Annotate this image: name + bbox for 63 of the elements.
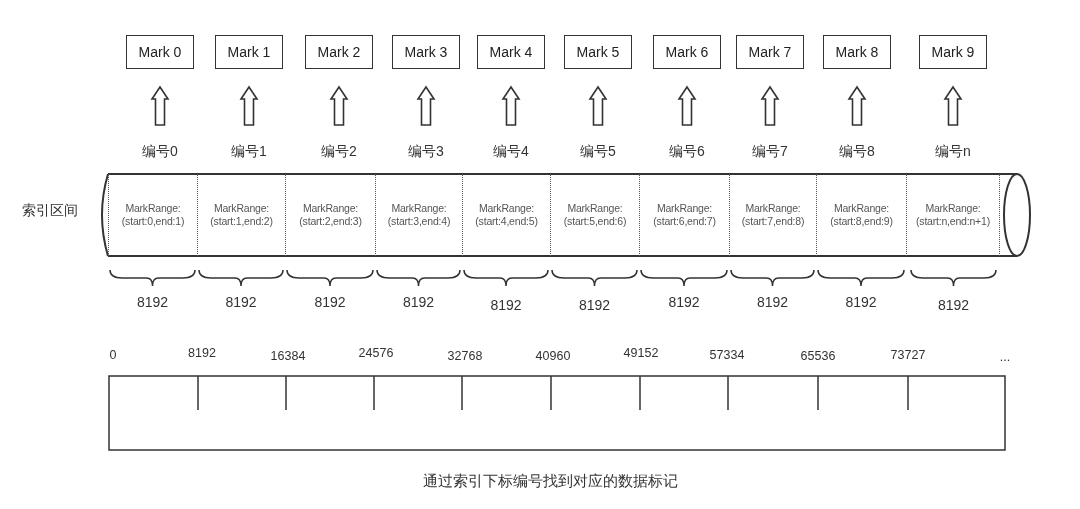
mark-box: Mark 0 bbox=[126, 35, 194, 69]
size-label: 8192 bbox=[314, 294, 346, 310]
mark-box: Mark 2 bbox=[305, 35, 373, 69]
offset-number: 24576 bbox=[358, 346, 394, 360]
range-cell: MarkRange: (start:7,end:8) bbox=[729, 174, 816, 256]
mark-box: Mark 1 bbox=[215, 35, 283, 69]
size-label: 8192 bbox=[136, 294, 169, 310]
hollow-arrow bbox=[329, 85, 349, 126]
offset-number: 0 bbox=[109, 348, 117, 362]
size-label: 8192 bbox=[937, 297, 970, 313]
range-cell: MarkRange: (start:5,end:6) bbox=[550, 174, 639, 256]
range-cell: MarkRange: (start:2,end:3) bbox=[285, 174, 375, 256]
offset-number: 16384 bbox=[270, 349, 306, 363]
mark-box: Mark 9 bbox=[919, 35, 987, 69]
caption: 通过索引下标编号找到对应的数据标记 bbox=[422, 472, 678, 491]
range-cell: MarkRange: (start:6,end:7) bbox=[639, 174, 729, 256]
index-number: 编号7 bbox=[740, 143, 800, 161]
range-cell: MarkRange: (start:8,end:9) bbox=[816, 174, 906, 256]
index-number: 编号4 bbox=[481, 143, 541, 161]
size-label: 8192 bbox=[845, 294, 877, 310]
range-cell: MarkRange: (start:3,end:4) bbox=[375, 174, 462, 256]
offset-number: 40960 bbox=[535, 349, 571, 363]
index-number: 编号6 bbox=[657, 143, 717, 161]
range-cell: MarkRange: (start:4,end:5) bbox=[462, 174, 550, 256]
mark-box: Mark 7 bbox=[736, 35, 804, 69]
range-cell: MarkRange: (start:n,end:n+1) bbox=[906, 174, 1000, 256]
index-number: 编号5 bbox=[568, 143, 628, 161]
size-label: 8192 bbox=[578, 297, 611, 313]
offset-number: 65536 bbox=[800, 349, 836, 363]
hollow-arrow bbox=[847, 85, 867, 126]
mark-box: Mark 3 bbox=[392, 35, 460, 69]
offset-number: 32768 bbox=[447, 349, 483, 363]
offset-number: 49152 bbox=[623, 346, 659, 360]
offset-number: ... bbox=[999, 350, 1011, 364]
size-label: 8192 bbox=[490, 297, 522, 313]
index-number: 编号0 bbox=[130, 143, 190, 161]
mark-box: Mark 6 bbox=[653, 35, 721, 69]
mark-box: Mark 5 bbox=[564, 35, 632, 69]
offset-number: 57334 bbox=[709, 348, 745, 362]
offset-number: 8192 bbox=[188, 346, 216, 360]
index-number: 编号8 bbox=[827, 143, 887, 161]
hollow-arrow bbox=[943, 85, 963, 126]
size-label: 8192 bbox=[402, 294, 435, 310]
offset-number: 73727 bbox=[890, 348, 926, 362]
hollow-arrow bbox=[416, 85, 436, 126]
size-label: 8192 bbox=[668, 294, 700, 310]
size-label: 8192 bbox=[225, 294, 257, 310]
index-number: 编号2 bbox=[309, 143, 369, 161]
hollow-arrow bbox=[677, 85, 697, 126]
index-number: 编号1 bbox=[219, 143, 279, 161]
hollow-arrow bbox=[760, 85, 780, 126]
hollow-arrow bbox=[501, 85, 521, 126]
hollow-arrow bbox=[150, 85, 170, 126]
hollow-arrow bbox=[239, 85, 259, 126]
index-number: 编号3 bbox=[396, 143, 456, 161]
index-number: 编号n bbox=[923, 143, 983, 161]
size-label: 8192 bbox=[756, 294, 789, 310]
range-cell: MarkRange: (start:1,end:2) bbox=[197, 174, 285, 256]
hollow-arrow bbox=[588, 85, 608, 126]
mark-box: Mark 8 bbox=[823, 35, 891, 69]
range-cell: MarkRange: (start:0,end:1) bbox=[108, 174, 197, 256]
mark-box: Mark 4 bbox=[477, 35, 545, 69]
cylinder-label: 索引区间 bbox=[22, 202, 78, 220]
